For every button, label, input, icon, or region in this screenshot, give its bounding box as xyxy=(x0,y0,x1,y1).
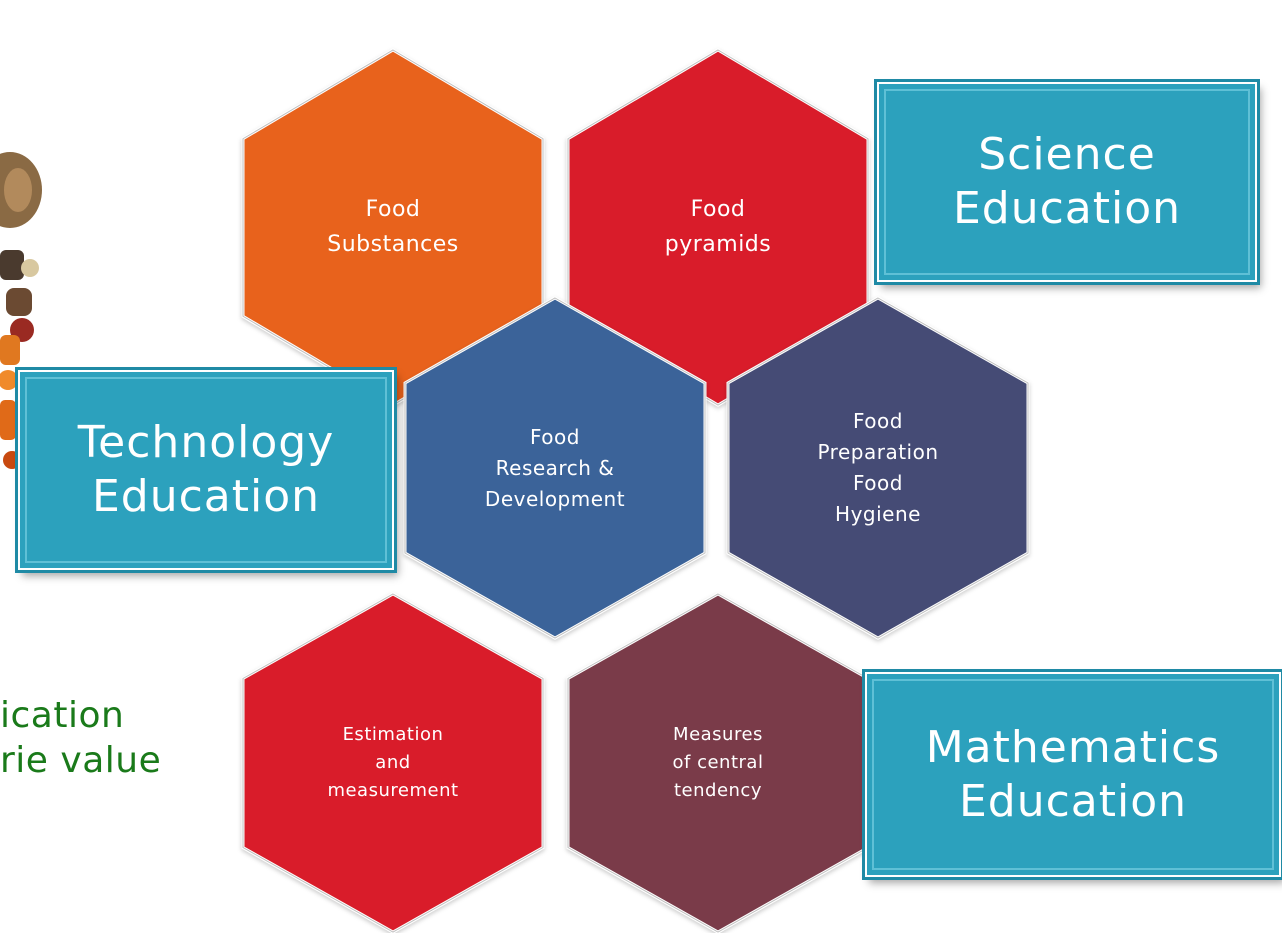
hexagon-food-pyramids xyxy=(566,48,870,407)
side-text: ication rie value xyxy=(0,695,162,781)
hexagon-label-estimation: Estimation and measurement xyxy=(327,724,459,801)
science-education-label: Science Education xyxy=(952,129,1182,234)
food-image xyxy=(0,152,42,469)
hexagon-label-food-substances: Food Substances xyxy=(327,197,459,257)
hexagon-estimation xyxy=(241,592,545,933)
hexagon-outline-food-research xyxy=(404,297,706,639)
hexagon-label-food-research: Food Research & Development xyxy=(484,424,626,511)
mathematics-education-box: Mathematics Education xyxy=(862,669,1282,880)
hexagon-food-preparation xyxy=(726,296,1030,640)
hexagon-outline-food-preparation xyxy=(727,297,1029,639)
hexagon-label-food-preparation: Food Preparation Food Hygiene xyxy=(817,409,939,526)
mathematics-education-label: Mathematics Education xyxy=(925,721,1221,827)
hexagon-outline-food-pyramids xyxy=(567,49,869,406)
technology-education-box: Technology Education xyxy=(15,367,397,573)
hexagon-label-food-pyramids: Food pyramids xyxy=(664,197,772,257)
science-education-box: Science Education xyxy=(874,79,1260,285)
hexagon-food-research xyxy=(403,296,707,640)
hexagon-label-measures: Measures of central tendency xyxy=(672,724,764,801)
technology-education-label: Technology Education xyxy=(77,417,335,522)
hexagon-outline-estimation xyxy=(242,593,544,933)
